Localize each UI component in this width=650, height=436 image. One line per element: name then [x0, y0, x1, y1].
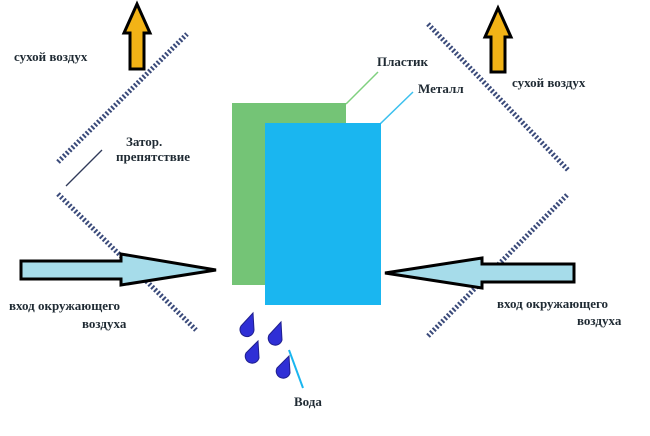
water-drops [239, 311, 291, 379]
metal-label: Металл [418, 81, 464, 96]
dry-air-label-right: сухой воздух [512, 75, 586, 90]
leader-water [288, 349, 304, 389]
leader-obstacle [65, 149, 103, 187]
inlet-arrow-right [384, 256, 576, 290]
ambient-air-label-left-line2: воздуха [82, 316, 127, 331]
ambient-air-label-right-line2: воздуха [577, 313, 622, 328]
outlet-arrow-right [482, 4, 514, 74]
leader-plastic [345, 71, 379, 105]
baffle-bottom-right [426, 192, 570, 338]
outlet-arrow-left [121, 0, 153, 71]
dry-air-label-left: сухой воздух [14, 49, 88, 64]
inlet-arrow-left [19, 252, 217, 287]
plastic-label: Пластик [377, 54, 429, 69]
leader-metal [379, 91, 414, 125]
ambient-air-label-left-line1: вход окружающего [9, 298, 121, 313]
water-drop [275, 354, 291, 379]
metal-plate [265, 123, 381, 305]
obstacle-label-line1: Затор. [126, 134, 163, 149]
ambient-air-label-right-line1: вход окружающего [497, 296, 609, 311]
obstacle-label-line2: препятствие [116, 149, 190, 164]
baffle-top-right [426, 22, 570, 172]
water-label: Вода [294, 394, 322, 409]
water-drop [239, 311, 255, 338]
water-drop [267, 320, 283, 346]
water-drop [244, 339, 260, 364]
